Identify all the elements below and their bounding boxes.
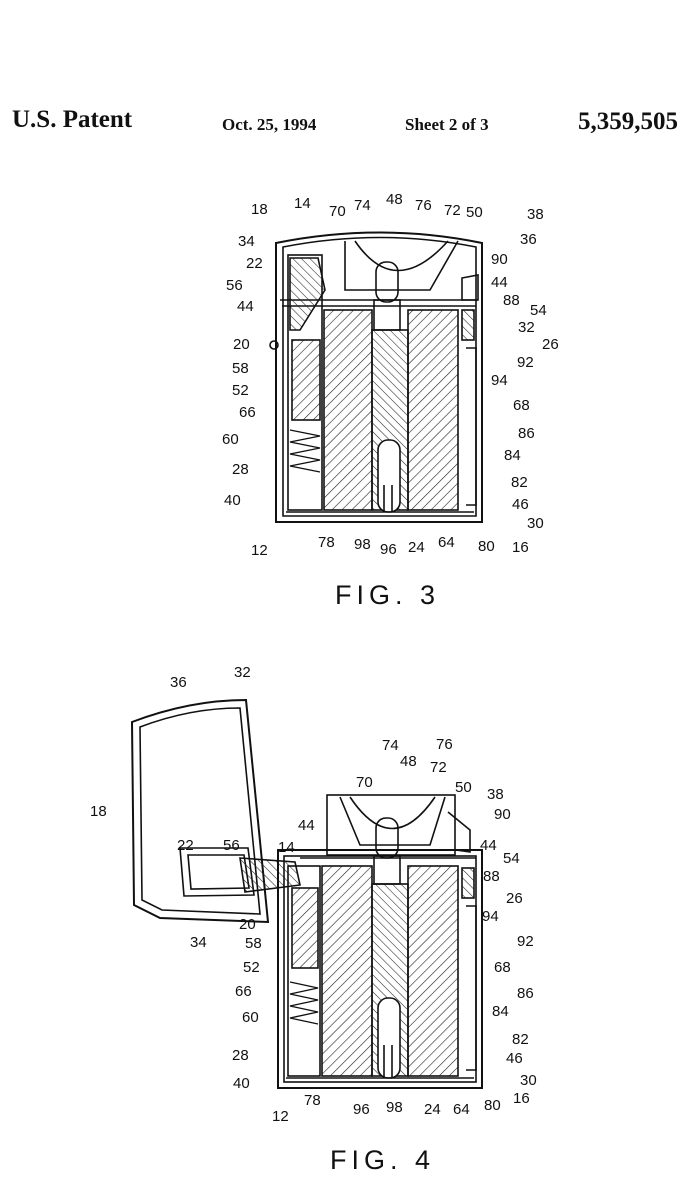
fig3-label: 86 bbox=[518, 425, 535, 442]
fig4-label: 70 bbox=[356, 774, 373, 791]
fig3-label: 30 bbox=[527, 515, 544, 532]
fig3-label: 34 bbox=[238, 233, 255, 250]
fig3-label: 14 bbox=[294, 195, 311, 212]
fig3-label: 24 bbox=[408, 539, 425, 556]
fig3-label: 54 bbox=[530, 302, 547, 319]
fig3-label: 56 bbox=[226, 277, 243, 294]
fig4-label: 90 bbox=[494, 806, 511, 823]
fig4-label: 22 bbox=[177, 837, 194, 854]
fig3-label: 50 bbox=[466, 204, 483, 221]
fig4-label: 64 bbox=[453, 1101, 470, 1118]
fig3-caption: FIG. 3 bbox=[335, 580, 441, 610]
patent-date: Oct. 25, 1994 bbox=[222, 115, 317, 134]
fig4-label: 74 bbox=[382, 737, 399, 754]
fig3-label: 74 bbox=[354, 197, 371, 214]
fig4-label: 40 bbox=[233, 1075, 250, 1092]
fig3-label: 32 bbox=[518, 319, 535, 336]
fig3-label: 38 bbox=[527, 206, 544, 223]
fig4-label: 58 bbox=[245, 935, 262, 952]
fig4-drawing bbox=[130, 698, 483, 1089]
fig4-label: 32 bbox=[234, 664, 251, 681]
fig4-label: 76 bbox=[436, 736, 453, 753]
fig4-label: 36 bbox=[170, 674, 187, 691]
fig4-label: 46 bbox=[506, 1050, 523, 1067]
fig4-label: 34 bbox=[190, 934, 207, 951]
fig3-label: 78 bbox=[318, 534, 335, 551]
fig3-label: 82 bbox=[511, 474, 528, 491]
fig4-label: 56 bbox=[223, 837, 240, 854]
fig4-label: 18 bbox=[90, 803, 107, 820]
fig3-label: 72 bbox=[444, 202, 461, 219]
patent-label: U.S. Patent bbox=[12, 106, 133, 133]
fig3-label: 28 bbox=[232, 461, 249, 478]
fig3-label: 18 bbox=[251, 201, 268, 218]
fig4-label: 80 bbox=[484, 1097, 501, 1114]
fig3-label: 48 bbox=[386, 191, 403, 208]
fig4-label: 44 bbox=[298, 817, 315, 834]
fig4-label: 96 bbox=[353, 1101, 370, 1118]
fig3-label: 68 bbox=[513, 397, 530, 414]
fig3-label: 26 bbox=[542, 336, 559, 353]
fig4-label: 86 bbox=[517, 985, 534, 1002]
fig3-label: 94 bbox=[491, 372, 508, 389]
fig4-label: 98 bbox=[386, 1099, 403, 1116]
fig3-label: 96 bbox=[380, 541, 397, 558]
fig4-label: 38 bbox=[487, 786, 504, 803]
fig4-label: 12 bbox=[272, 1108, 289, 1125]
fig3-label: 44 bbox=[491, 274, 508, 291]
fig4-labels: 36 32 74 76 48 72 70 50 38 90 18 44 44 2… bbox=[90, 664, 537, 1125]
fig3-label: 44 bbox=[237, 298, 254, 315]
fig3-label: 80 bbox=[478, 538, 495, 555]
fig3-label: 58 bbox=[232, 360, 249, 377]
fig4-label: 72 bbox=[430, 759, 447, 776]
fig3-label: 40 bbox=[224, 492, 241, 509]
fig3-label: 20 bbox=[233, 336, 250, 353]
fig3-label: 12 bbox=[251, 542, 268, 559]
fig3-label: 92 bbox=[517, 354, 534, 371]
fig4-caption: FIG. 4 bbox=[330, 1145, 436, 1175]
fig3-label: 52 bbox=[232, 382, 249, 399]
fig3-label: 88 bbox=[503, 292, 520, 309]
fig4-label: 84 bbox=[492, 1003, 509, 1020]
fig4-label: 60 bbox=[242, 1009, 259, 1026]
fig3-label: 76 bbox=[415, 197, 432, 214]
fig3-drawing bbox=[269, 231, 483, 523]
fig4-label: 28 bbox=[232, 1047, 249, 1064]
fig3-label: 60 bbox=[222, 431, 239, 448]
fig4-label: 14 bbox=[278, 839, 295, 856]
fig3-label: 22 bbox=[246, 255, 263, 272]
fig4-label: 44 bbox=[480, 837, 497, 854]
sheet-indicator: Sheet 2 of 3 bbox=[405, 115, 489, 134]
fig4-label: 26 bbox=[506, 890, 523, 907]
fig4-label: 68 bbox=[494, 959, 511, 976]
fig3-label: 70 bbox=[329, 203, 346, 220]
fig4-label: 50 bbox=[455, 779, 472, 796]
fig4-label: 16 bbox=[513, 1090, 530, 1107]
fig3-label: 66 bbox=[239, 404, 256, 421]
fig4-label: 78 bbox=[304, 1092, 321, 1109]
fig4-label: 48 bbox=[400, 753, 417, 770]
fig4-label: 66 bbox=[235, 983, 252, 1000]
fig4-label: 94 bbox=[482, 908, 499, 925]
fig3-label: 16 bbox=[512, 539, 529, 556]
fig4-label: 52 bbox=[243, 959, 260, 976]
fig4-label: 88 bbox=[483, 868, 500, 885]
fig3-label: 46 bbox=[512, 496, 529, 513]
fig3-label: 98 bbox=[354, 536, 371, 553]
fig4-label: 20 bbox=[239, 916, 256, 933]
fig3-label: 64 bbox=[438, 534, 455, 551]
fig4-label: 92 bbox=[517, 933, 534, 950]
fig3-labels: 18 14 70 74 48 76 72 50 38 36 34 22 90 5… bbox=[222, 191, 559, 559]
fig4-label: 30 bbox=[520, 1072, 537, 1089]
fig3-label: 90 bbox=[491, 251, 508, 268]
fig4-label: 82 bbox=[512, 1031, 529, 1048]
fig3-label: 36 bbox=[520, 231, 537, 248]
fig4-label: 54 bbox=[503, 850, 520, 867]
fig3-label: 84 bbox=[504, 447, 521, 464]
fig4-label: 24 bbox=[424, 1101, 441, 1118]
patent-number: 5,359,505 bbox=[578, 108, 678, 135]
